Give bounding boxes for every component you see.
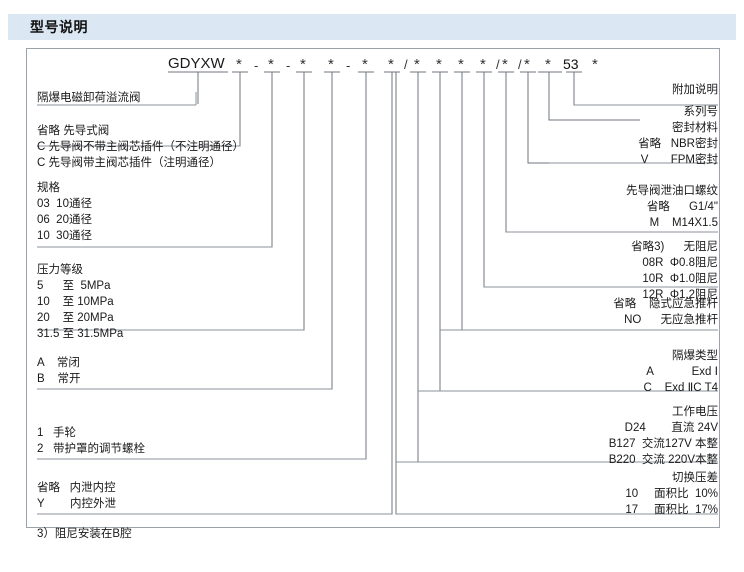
text-line: 压力等级 (37, 264, 83, 276)
left-group-normally-open-closed: A 常闭 B 常开 (37, 355, 80, 387)
text-line: C 先导阀带主阀芯插件（注明通径） (37, 157, 221, 169)
text-line: 省略 隐式应急推杆 (613, 298, 718, 310)
code-token: - (346, 58, 351, 73)
section-header-bar (8, 14, 736, 40)
left-group-pilot-type: 省略 先导式阀 C 先导阀不带主阀芯插件（不注明通径） C 先导阀带主阀芯插件（… (37, 123, 244, 171)
right-group-additional-description: 附加说明 (558, 82, 718, 98)
text-line: 10 30通径 (37, 230, 92, 242)
text-line: M M14X1.5 (649, 217, 718, 229)
text-line: NO 无应急推杆 (624, 314, 718, 326)
text-line: 系列号 (683, 106, 719, 118)
right-group-explosion-proof-type: 隔爆类型 A Exd Ⅰ C Exd ⅡC T4 (458, 348, 718, 396)
text-line: 省略3) 无阻尼 (631, 241, 718, 253)
code-token: * (592, 56, 598, 73)
code-token: / (518, 57, 522, 72)
code-token: * (414, 56, 420, 73)
text-line: 附加说明 (672, 84, 718, 96)
code-token: / (404, 57, 408, 72)
code-token: * (545, 56, 551, 73)
text-line: 20 至 20MPa (37, 312, 114, 324)
text-line: 1 手轮 (37, 427, 76, 439)
text-line: 2 带护罩的调节螺栓 (37, 443, 145, 455)
footnote: 3）阻尼安装在B腔 (37, 528, 132, 540)
text-line: A Exd Ⅰ (646, 366, 718, 378)
text-line: A 常闭 (37, 357, 80, 369)
code-token: * (436, 56, 442, 73)
text-line: C Exd ⅡC T4 (643, 382, 718, 394)
text-line: 06 20通径 (37, 214, 92, 226)
code-token-series: 53 (563, 56, 579, 72)
code-token: * (328, 56, 334, 73)
code-token: / (496, 57, 500, 72)
text-line: 10R Φ1.0阻尼 (642, 273, 718, 285)
text-line: 隔爆类型 (672, 350, 718, 362)
text-line: 切换压差 (672, 472, 718, 484)
text-line: 08R Φ0.8阻尼 (642, 257, 718, 269)
code-token: * (300, 56, 306, 73)
code-token: * (268, 56, 274, 73)
right-group-damping: 省略3) 无阻尼 08R Φ0.8阻尼 10R Φ1.0阻尼 12R Φ1.2阻… (478, 239, 718, 303)
left-group-product-name: 隔爆电磁卸荷溢流阀 (37, 90, 141, 106)
text-line: B220 交流 220V本整 (608, 454, 718, 466)
text-line: B 常开 (37, 373, 81, 385)
code-token: - (254, 58, 259, 73)
text-line: B127 交流127V 本整 (608, 438, 718, 450)
right-group-series-number: 系列号 (558, 104, 719, 120)
text-line: 省略 NBR密封 (638, 138, 718, 150)
text-line: 先导阀泄油口螺纹 (626, 185, 718, 197)
text-line: 12R Φ1.2阻尼 (642, 289, 718, 301)
text-line: 17 面积比 17% (625, 504, 718, 516)
text-line: D24 直流 24V (624, 422, 718, 434)
left-group-drain-control: 省略 内泄内控 Y 内控外泄 (37, 480, 116, 512)
text-line: 03 10通径 (37, 198, 92, 210)
right-group-seal-material: 密封材料 省略 NBR密封 V FPM密封 (518, 120, 718, 168)
text-line: 10 面积比 10% (625, 488, 718, 500)
code-token: * (236, 56, 242, 73)
right-group-working-voltage: 工作电压 D24 直流 24V B127 交流127V 本整 B220 交流 2… (458, 404, 718, 468)
code-token: * (502, 56, 508, 73)
text-line: 31.5 至 31.5MPa (37, 328, 124, 340)
left-group-pressure-rating: 压力等级 5 至 5MPa 10 至 10MPa 20 至 20MPa 31.5… (37, 262, 123, 342)
text-line: 工作电压 (672, 406, 718, 418)
code-token: * (388, 56, 394, 73)
code-token: * (524, 56, 530, 73)
code-token: * (362, 56, 368, 73)
text-line: 10 至 10MPa (37, 296, 114, 308)
page-title: 型号说明 (30, 19, 88, 35)
text-line: 5 至 5MPa (37, 280, 111, 292)
right-group-pilot-drain-thread: 先导阀泄油口螺纹 省略 G1/4" M M14X1.5 (478, 183, 718, 231)
right-group-emergency-push-rod: 省略 隐式应急推杆 NO 无应急推杆 (458, 296, 718, 328)
right-group-switching-pressure-difference: 切换压差 10 面积比 10% 17 面积比 17% (458, 470, 718, 518)
text-line: Y 内控外泄 (37, 498, 117, 510)
text-line: C 先导阀不带主阀芯插件（不注明通径） (37, 141, 244, 153)
text-line: 规格 (37, 182, 60, 194)
text-line: 密封材料 (672, 122, 718, 134)
code-token: - (286, 58, 291, 73)
text-line: 省略 G1/4" (646, 201, 718, 213)
text-line: 隔爆电磁卸荷溢流阀 (37, 92, 141, 104)
left-group-specification: 规格 03 10通径 06 20通径 10 30通径 (37, 180, 92, 244)
text-line: 省略 先导式阀 (37, 125, 110, 137)
code-token: * (480, 56, 486, 73)
code-token: * (458, 56, 464, 73)
left-group-adjustment-type: 1 手轮 2 带护罩的调节螺栓 (37, 425, 145, 457)
text-line: 省略 内泄内控 (37, 482, 116, 494)
model-code-prefix: GDYXW (168, 55, 225, 72)
text-line: V FPM密封 (640, 154, 718, 166)
